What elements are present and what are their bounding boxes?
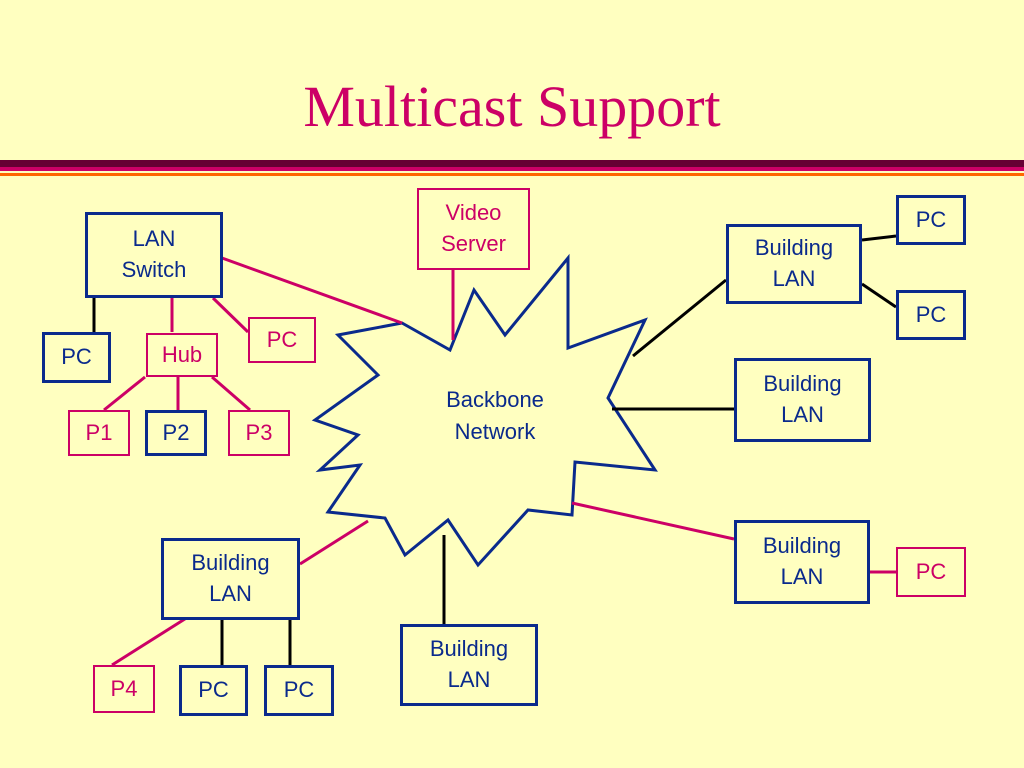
backbone-network-cloud bbox=[311, 253, 658, 568]
building-lan-top-box: Building LAN bbox=[726, 224, 862, 304]
building-lan-line2: LAN bbox=[209, 581, 252, 606]
link-lanswitch-pc-pink bbox=[211, 296, 250, 334]
lan-switch-box: LAN Switch bbox=[85, 212, 223, 298]
title-rule-orange bbox=[0, 173, 1024, 176]
building-lan-line2: LAN bbox=[772, 266, 816, 291]
p3-box: P3 bbox=[228, 410, 290, 456]
link-backbone-building-left bbox=[299, 519, 369, 566]
video-server-line1: Video bbox=[445, 200, 502, 226]
backbone-label-line1: Backbone bbox=[446, 387, 544, 412]
backbone-label-line2: Network bbox=[454, 418, 536, 444]
pc-box-switch-pink: PC bbox=[248, 317, 316, 363]
video-server-box: Video Server bbox=[417, 188, 530, 270]
pc-box-top-2: PC bbox=[896, 290, 966, 340]
building-lan-right-box: Building LAN bbox=[734, 520, 870, 604]
hub-box: Hub bbox=[146, 333, 218, 377]
building-lan-line1: Building bbox=[763, 371, 842, 397]
lan-switch-line2: Switch bbox=[121, 257, 187, 282]
building-lan-line2: LAN bbox=[780, 564, 824, 589]
pc-box-switch: PC bbox=[42, 332, 111, 383]
building-lan-line1: Building bbox=[754, 235, 834, 261]
title-rule-dark bbox=[0, 160, 1024, 167]
title-rule-pink bbox=[0, 167, 1024, 171]
backbone-network-label: Backbone Network bbox=[410, 384, 580, 448]
building-lan-left-box: Building LAN bbox=[161, 538, 300, 620]
link-hub-p1 bbox=[103, 375, 146, 412]
building-lan-bottom-box: Building LAN bbox=[400, 624, 538, 706]
pc-box-left-2: PC bbox=[264, 665, 334, 716]
building-lan-line1: Building bbox=[429, 636, 509, 662]
p1-box: P1 bbox=[68, 410, 130, 456]
slide-title: Multicast Support bbox=[303, 74, 721, 139]
video-server-line2: Server bbox=[441, 231, 506, 256]
link-hub-p3 bbox=[211, 375, 251, 412]
pc-box-left-1: PC bbox=[179, 665, 248, 716]
building-lan-line1: Building bbox=[191, 550, 270, 576]
building-lan-line1: Building bbox=[762, 533, 842, 559]
lan-switch-line1: LAN bbox=[132, 226, 176, 252]
pc-box-top-1: PC bbox=[896, 195, 966, 245]
building-lan-line2: LAN bbox=[781, 402, 824, 427]
link-building-left-p4 bbox=[111, 615, 189, 667]
link-backbone-building-right bbox=[571, 501, 735, 541]
link-backbone-building-top bbox=[632, 278, 727, 358]
link-building-top-pc1 bbox=[861, 234, 897, 242]
building-lan-mid-box: Building LAN bbox=[734, 358, 871, 442]
link-lanswitch-backbone bbox=[221, 256, 403, 325]
pc-box-right-pink: PC bbox=[896, 547, 966, 597]
p4-box: P4 bbox=[93, 665, 155, 713]
building-lan-line2: LAN bbox=[447, 667, 491, 692]
p2-box: P2 bbox=[145, 410, 207, 456]
link-building-top-pc2 bbox=[861, 282, 897, 309]
